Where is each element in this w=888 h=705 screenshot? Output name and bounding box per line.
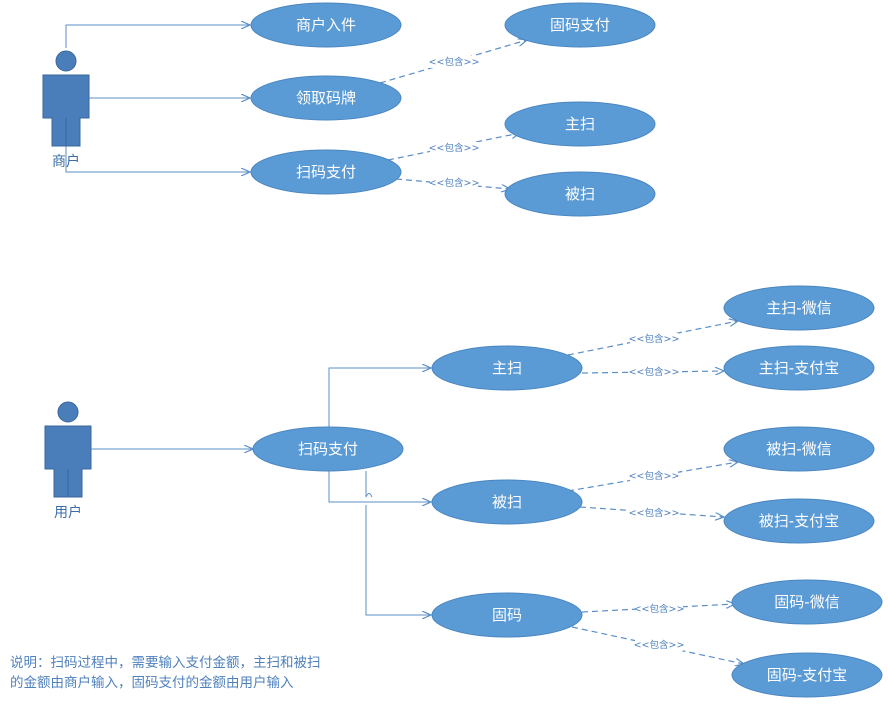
include-line-passive-wechat — [567, 462, 738, 492]
svg-text:被扫: 被扫 — [565, 185, 595, 203]
svg-text:固码-微信: 固码-微信 — [774, 593, 839, 611]
include-line-passive-top — [395, 178, 510, 189]
svg-text:主扫: 主扫 — [565, 115, 595, 133]
include-label: <<包含>> — [634, 603, 685, 615]
include-line-fixed-pay — [379, 40, 527, 84]
svg-text:主扫-支付宝: 主扫-支付宝 — [759, 359, 839, 377]
usecase-fixed-code-pay-top: 固码支付 — [504, 2, 656, 48]
svg-text:被扫-微信: 被扫-微信 — [766, 440, 831, 458]
include-label: <<包含>> — [429, 177, 480, 189]
assoc-line-onboarding — [65, 25, 250, 48]
user-actor: 用户 — [44, 401, 92, 521]
include-line-fixed-wechat — [581, 604, 735, 613]
usecase-fixed-wechat: 固码-微信 — [731, 579, 883, 625]
usecase-fixed-code: 固码 — [431, 592, 583, 638]
include-line-active-top — [387, 133, 520, 161]
usecase-active-scan-top: 主扫 — [504, 101, 656, 147]
merchant-associations — [65, 25, 250, 172]
include-label: <<包含>> — [629, 333, 680, 345]
include-label: <<包含>> — [634, 639, 685, 651]
svg-text:固码支付: 固码支付 — [550, 16, 610, 34]
assoc-line-scan-pay — [65, 146, 250, 172]
usecase-active-wechat: 主扫-微信 — [723, 285, 875, 331]
svg-text:领取码牌: 领取码牌 — [296, 89, 356, 107]
svg-text:主扫-微信: 主扫-微信 — [766, 299, 831, 317]
note-line-1: 说明：扫码过程中，需要输入支付金额，主扫和被扫 — [10, 655, 321, 671]
svg-text:商户入件: 商户入件 — [296, 16, 356, 34]
include-label: <<包含>> — [429, 142, 480, 154]
usecase-active-alipay: 主扫-支付宝 — [723, 345, 875, 391]
svg-text:扫码支付: 扫码支付 — [296, 163, 356, 181]
usecase-active-scan: 主扫 — [431, 345, 583, 391]
user-associations — [91, 368, 431, 615]
assoc-line-active — [328, 368, 431, 427]
usecase-get-code-plate: 领取码牌 — [250, 75, 402, 121]
include-line-active-wechat — [567, 321, 738, 356]
usecase-scan-pay-top: 扫码支付 — [250, 149, 402, 195]
top-include-relations — [379, 40, 527, 189]
diagram-note: 说明：扫码过程中，需要输入支付金额，主扫和被扫 的金额由商户输入，固码支付的金额… — [10, 653, 410, 693]
usecase-passive-scan-top: 被扫 — [504, 171, 656, 217]
assoc-line-fixed — [365, 471, 431, 616]
include-label: <<包含>> — [629, 507, 680, 519]
svg-text:固码: 固码 — [492, 606, 522, 624]
usecase-merchant-onboarding: 商户入件 — [250, 2, 402, 48]
usecase-scan-pay: 扫码支付 — [252, 426, 404, 472]
svg-text:被扫: 被扫 — [492, 493, 522, 511]
include-label: <<包含>> — [429, 56, 480, 68]
svg-text:被扫-支付宝: 被扫-支付宝 — [759, 512, 839, 530]
svg-text:固码-支付宝: 固码-支付宝 — [767, 666, 847, 684]
merchant-actor: 商户 — [42, 50, 90, 170]
usecase-passive-alipay: 被扫-支付宝 — [723, 498, 875, 544]
user-actor-label: 用户 — [54, 504, 82, 521]
assoc-line-passive — [328, 471, 431, 502]
usecase-fixed-alipay: 固码-支付宝 — [731, 652, 883, 698]
usecase-passive-wechat: 被扫-微信 — [723, 426, 875, 472]
note-line-2: 的金额由商户输入，固码支付的金额由用户输入 — [10, 675, 294, 691]
svg-text:扫码支付: 扫码支付 — [298, 440, 358, 458]
include-label: <<包含>> — [629, 366, 680, 378]
usecase-passive-scan: 被扫 — [431, 479, 583, 525]
svg-text:主扫: 主扫 — [492, 359, 522, 377]
include-label: <<包含>> — [629, 470, 680, 482]
